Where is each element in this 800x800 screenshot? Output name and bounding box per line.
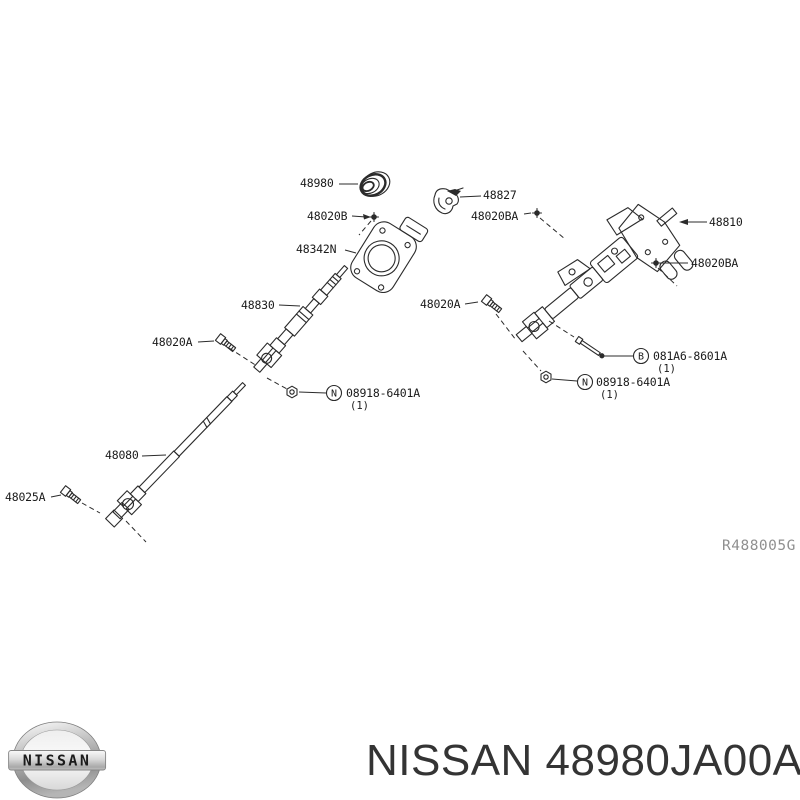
label-081A6-qty: (1) [657, 363, 676, 375]
label-48827: 48827 [483, 188, 517, 202]
assembly-dash-lines [81, 217, 678, 543]
label-48080: 48080 [105, 448, 139, 462]
bolt-48025A [59, 485, 82, 505]
label-081A6-8601A: 081A6-8601A [653, 349, 727, 363]
label-48810: 48810 [709, 215, 743, 229]
label-48020A-right: 48020A [420, 297, 461, 311]
part-title: NISSAN 48980JA00A [366, 736, 800, 785]
label-48830: 48830 [241, 298, 275, 312]
label-08918-left-qty: (1) [350, 400, 369, 412]
label-48020BA-top: 48020BA [471, 209, 518, 223]
label-48020BA-right: 48020BA [691, 256, 738, 270]
nut-08918-right [540, 370, 552, 384]
label-48342N: 48342N [296, 242, 337, 256]
label-48020B: 48020B [307, 209, 348, 223]
callout-N-left: N [325, 384, 343, 402]
bolt-48020A-right [480, 294, 503, 314]
label-08918-right: 08918-6401A [596, 375, 670, 389]
bolt-48020A-left [214, 333, 237, 353]
part-48827-clamp [433, 187, 464, 215]
nut-08918-left [286, 385, 298, 399]
part-48080-shaft [105, 382, 246, 528]
part-48980-cap [359, 171, 391, 197]
label-08918-left: 08918-6401A [346, 386, 420, 400]
label-48025A: 48025A [5, 490, 46, 504]
label-48020A-left: 48020A [152, 335, 193, 349]
label-08918-right-qty: (1) [600, 389, 619, 401]
callout-n-left-letter: N [331, 389, 337, 400]
callout-N-right: N [576, 373, 594, 391]
label-48980: 48980 [300, 176, 334, 190]
part-48810-column [515, 203, 694, 343]
nissan-logo-icon: NISSAN [8, 721, 107, 799]
callout-b-letter: B [638, 352, 644, 363]
leader-lines [50, 183, 707, 498]
diagram-ref-code: R488005G [722, 538, 796, 554]
bolt-081A6 [574, 335, 605, 359]
part-48342N-housing [350, 216, 429, 294]
screw-48020BA-top [531, 207, 543, 219]
callout-B: B [632, 347, 650, 365]
part-48830-shaft [253, 265, 349, 373]
logo-text: NISSAN [23, 752, 92, 770]
screw-48020BA-right [650, 257, 662, 269]
callout-n-right-letter: N [582, 378, 588, 389]
